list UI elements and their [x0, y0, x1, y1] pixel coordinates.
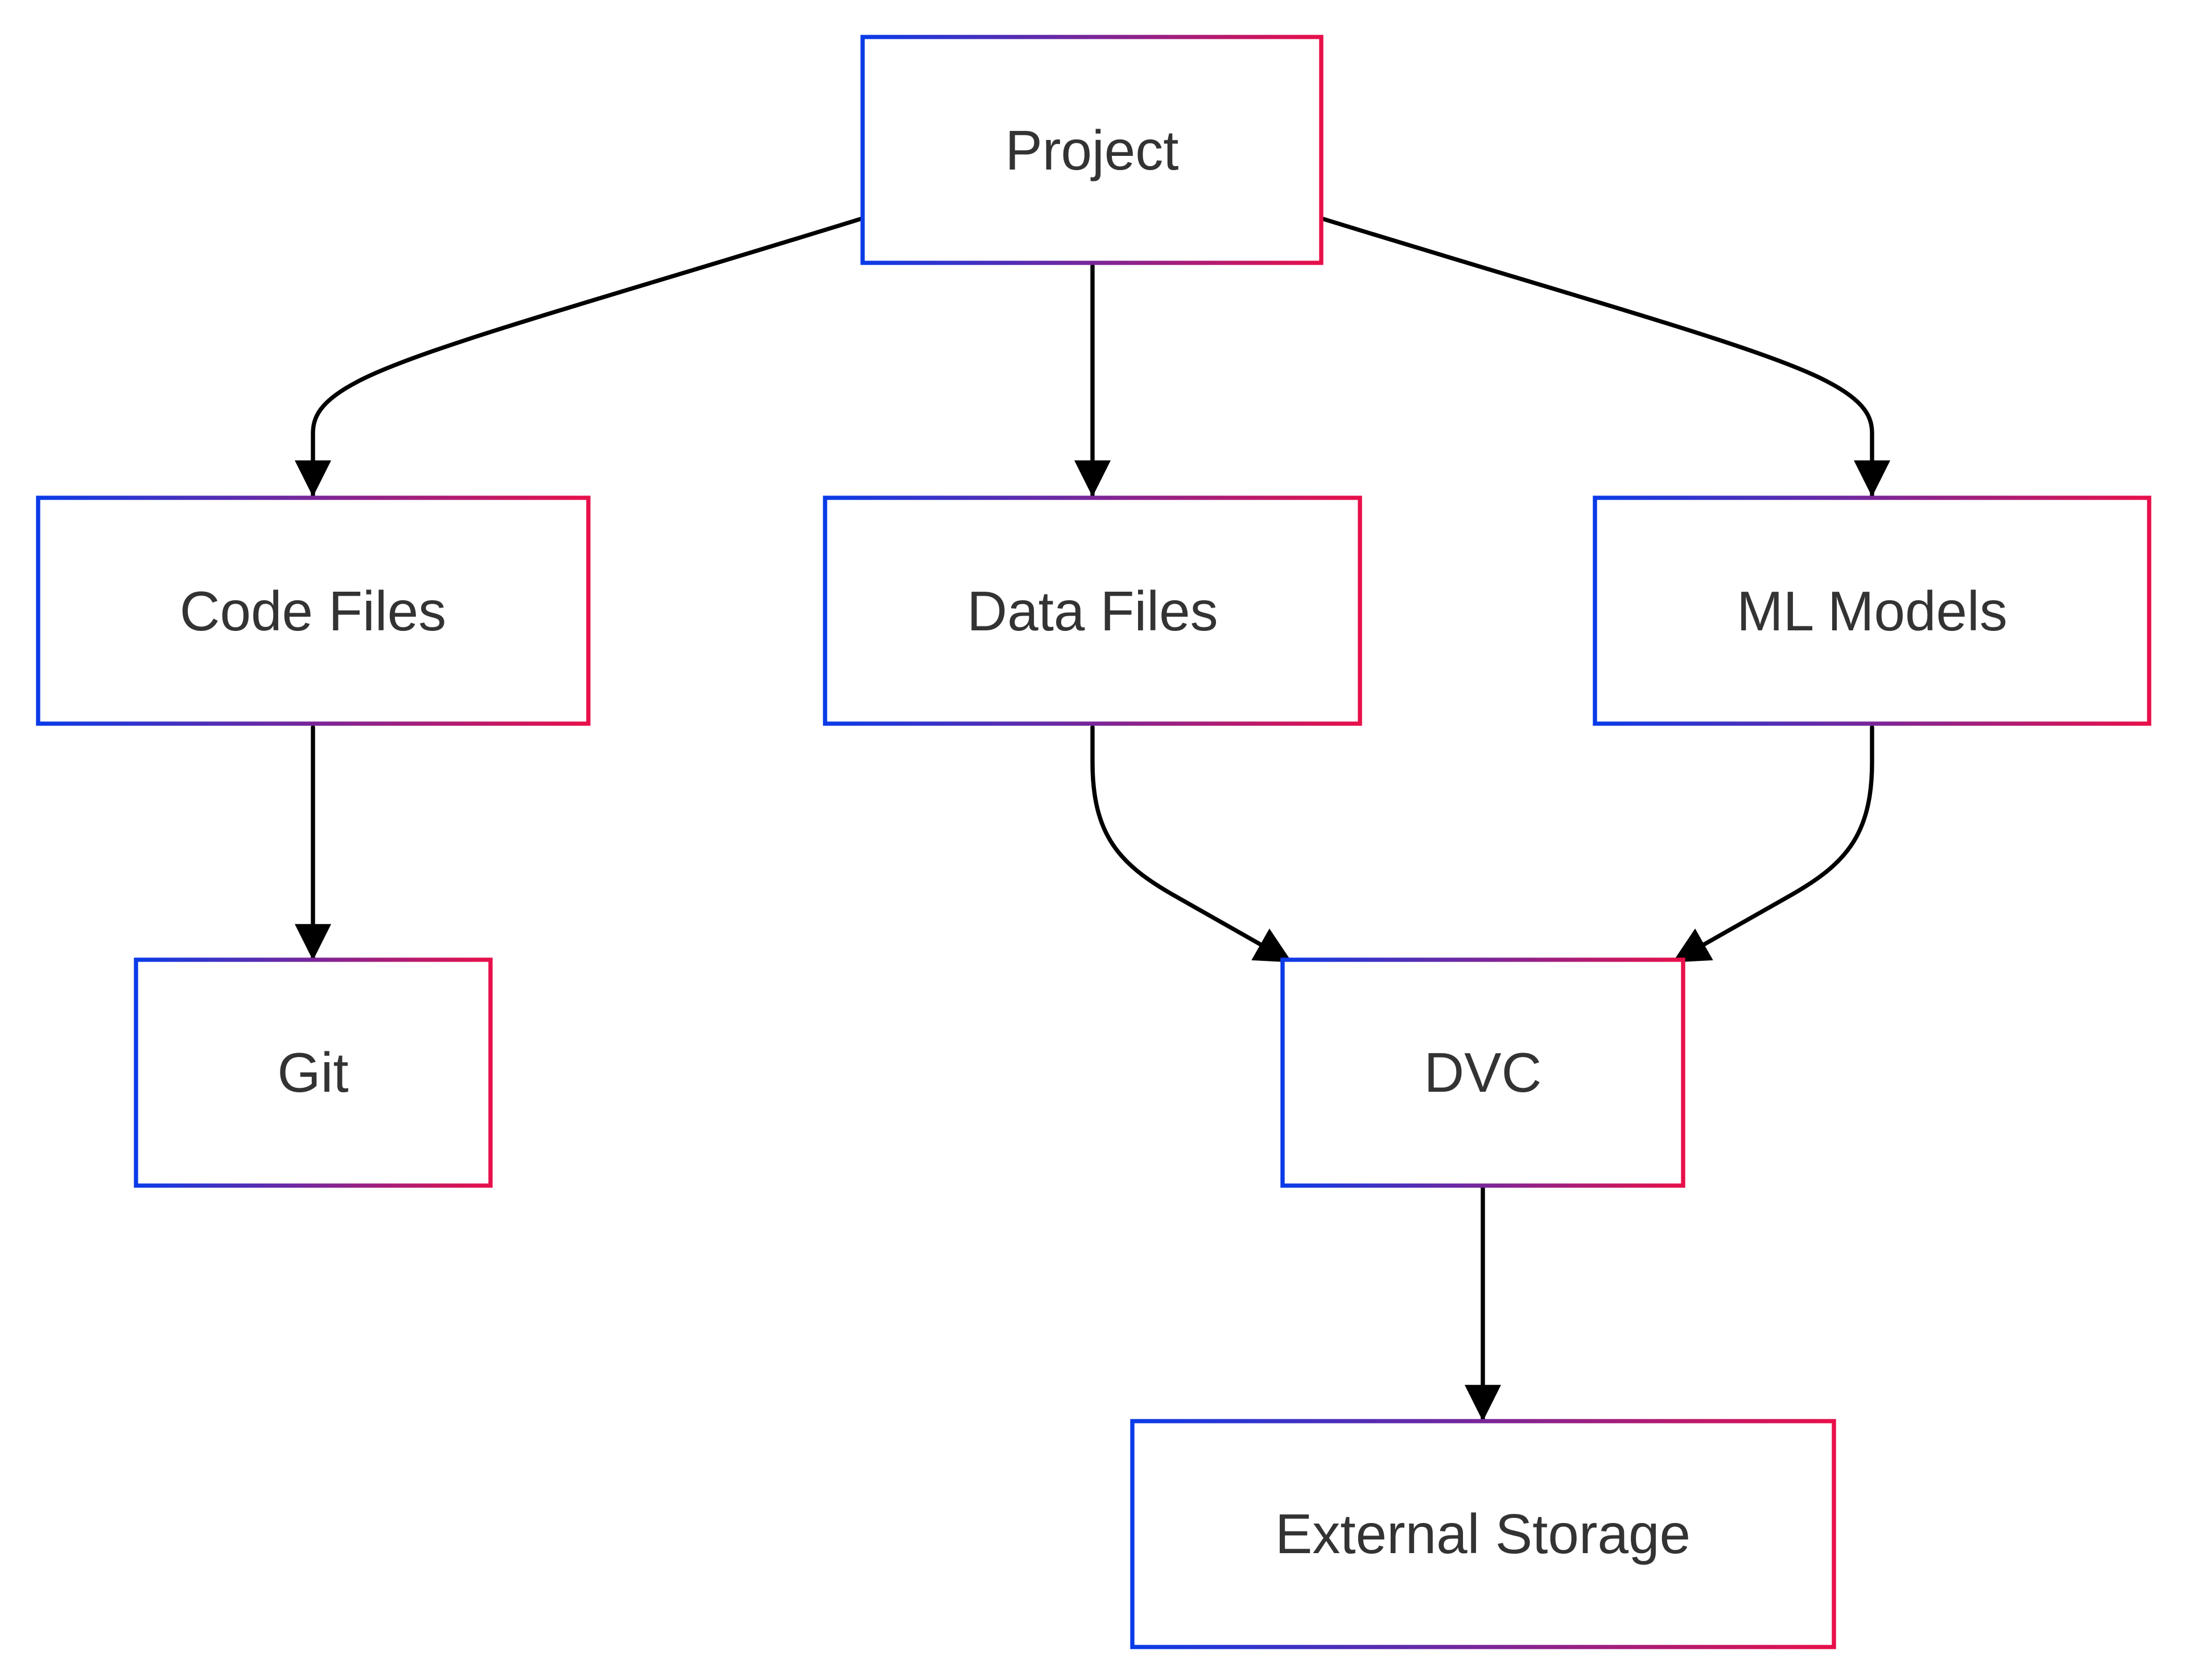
node-project[interactable]: Project [860, 35, 1324, 265]
node-label-data-files: Data Files [967, 580, 1218, 642]
node-label-project: Project [1005, 119, 1178, 181]
node-data-files[interactable]: Data Files [823, 496, 1362, 726]
node-external-storage[interactable]: External Storage [1130, 1419, 1836, 1649]
node-ml-models[interactable]: ML Models [1593, 496, 2151, 726]
node-code-files[interactable]: Code Files [36, 496, 591, 726]
nodes: Project Code Files Data Files ML Models … [36, 35, 2151, 1649]
edges [295, 217, 1890, 1422]
node-label-ml-models: ML Models [1737, 580, 2007, 642]
node-label-code-files: Code Files [180, 580, 446, 642]
edge-data-files-to-dvc [1090, 725, 1293, 964]
node-dvc[interactable]: DVC [1280, 957, 1685, 1188]
node-label-external-storage: External Storage [1275, 1502, 1691, 1565]
node-label-git: Git [277, 1041, 348, 1104]
node-git[interactable]: Git [134, 957, 493, 1188]
edge-project-to-ml-models [1321, 217, 1890, 497]
edge-project-to-code-files [295, 217, 863, 497]
edge-ml-models-to-dvc [1672, 725, 1874, 964]
node-label-dvc: DVC [1424, 1041, 1542, 1104]
